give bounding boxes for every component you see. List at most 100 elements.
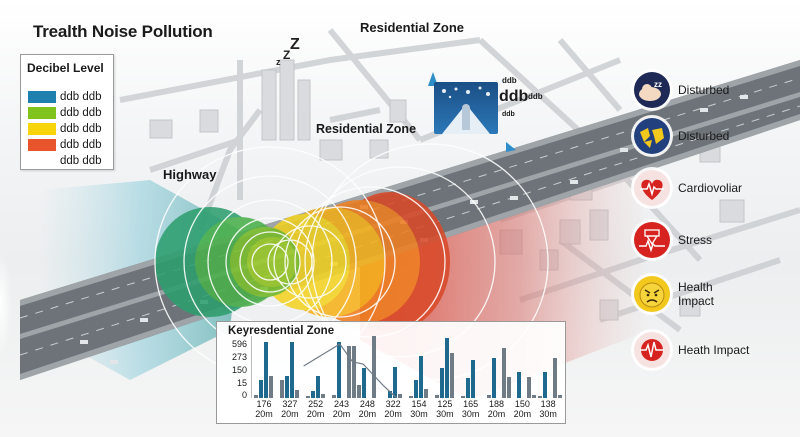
legend-swatch-green bbox=[28, 107, 56, 119]
chart-trend-line bbox=[303, 343, 398, 398]
legend-label: ddb ddb bbox=[60, 107, 102, 119]
chart-bar bbox=[424, 389, 428, 398]
chart-bar bbox=[269, 376, 273, 398]
chart-bar bbox=[315, 376, 320, 398]
chart-bar bbox=[527, 377, 532, 398]
effect-label: Cardiovoliar bbox=[678, 181, 743, 195]
legend-title: Decibel Level bbox=[27, 61, 104, 75]
chart-bar bbox=[553, 358, 558, 398]
chart-bar bbox=[444, 338, 449, 398]
sign-text-small-top: ddb bbox=[502, 76, 517, 85]
legend-label: ddb ddb bbox=[60, 123, 102, 135]
chart-bar bbox=[259, 380, 263, 398]
noise-warning-sign-icon bbox=[434, 82, 498, 134]
chart-bar bbox=[558, 395, 563, 398]
y-tick: 596 bbox=[231, 339, 247, 349]
chart-bar bbox=[491, 358, 496, 398]
chart-bar bbox=[460, 396, 465, 398]
chart-bar bbox=[362, 368, 367, 398]
legend-label: ddb ddb bbox=[60, 155, 102, 167]
legend-item: ddb ddb bbox=[28, 122, 102, 136]
chart-plot-area bbox=[251, 336, 563, 398]
chart-bar bbox=[346, 346, 351, 398]
effect-label: Disturbed bbox=[678, 129, 730, 143]
broken-sleep-icon bbox=[634, 118, 670, 154]
chart-bar bbox=[449, 353, 454, 398]
y-tick: 15 bbox=[236, 378, 247, 388]
chart-bar bbox=[310, 391, 315, 398]
chart-title: Keyresdential Zone bbox=[228, 325, 335, 337]
legend-item: ddb ddb bbox=[28, 154, 102, 168]
chart-bar bbox=[439, 368, 444, 398]
chart-bar bbox=[320, 394, 325, 398]
chart-bar bbox=[279, 380, 284, 398]
legend-swatch-blue bbox=[28, 91, 56, 103]
chart-bar bbox=[388, 391, 393, 398]
chart-bar bbox=[414, 380, 418, 398]
effect-item-disturbed: Disturbed bbox=[634, 118, 729, 154]
chart-bar bbox=[434, 395, 439, 398]
residential-zone-label-top: Residential Zone bbox=[360, 20, 465, 35]
chart-bar bbox=[336, 342, 341, 398]
angry-face-icon bbox=[634, 276, 670, 312]
chart-bar bbox=[357, 385, 362, 398]
highway-label: Highway bbox=[163, 167, 217, 182]
heart-rate-icon bbox=[634, 170, 670, 206]
chart-bar bbox=[532, 395, 537, 398]
sign-text-side: ddb bbox=[528, 92, 543, 101]
y-tick: 273 bbox=[231, 352, 247, 362]
chart-bar bbox=[284, 376, 289, 398]
sign-text-large: ddb bbox=[499, 88, 529, 105]
legend-item: ddb ddb bbox=[28, 106, 102, 120]
effect-item-stress: Stress bbox=[634, 222, 712, 258]
chart-bar bbox=[294, 390, 299, 398]
effect-item-disturbed-sleep: zz Disturbed bbox=[634, 72, 729, 108]
chart-bar bbox=[305, 396, 310, 398]
legend-item: ddb ddb bbox=[28, 90, 102, 104]
chart-bar bbox=[470, 360, 475, 398]
legend-swatch-red bbox=[28, 139, 56, 151]
y-tick: 150 bbox=[231, 365, 247, 375]
effect-item-heath-impact: Heath Impact bbox=[634, 332, 749, 368]
chart-bar bbox=[351, 346, 356, 398]
chart-bar bbox=[543, 372, 548, 398]
chart-bar bbox=[538, 396, 543, 398]
chart-bar bbox=[419, 356, 423, 398]
chart-bar bbox=[409, 396, 413, 398]
legend-swatch-empty bbox=[28, 155, 56, 167]
chart-bar bbox=[393, 367, 398, 398]
chart-bar bbox=[506, 377, 511, 398]
effect-label: Health Impact bbox=[678, 280, 715, 308]
chart-bar bbox=[331, 395, 336, 398]
heartbeat-monitor-icon bbox=[634, 332, 670, 368]
chart-bar bbox=[501, 348, 506, 398]
chart-bar bbox=[372, 336, 377, 398]
chart-bar bbox=[398, 394, 403, 398]
chart-bar bbox=[486, 395, 491, 398]
svg-text:zz: zz bbox=[654, 80, 662, 89]
effect-label: Heath Impact bbox=[678, 343, 750, 357]
legend-swatch-yellow bbox=[28, 123, 56, 135]
stress-pulse-icon bbox=[634, 222, 670, 258]
effect-label: Stress bbox=[678, 233, 713, 247]
residential-zone-label-mid: Residential Zone bbox=[316, 122, 417, 136]
legend-item: ddb ddb bbox=[28, 138, 102, 152]
sleeping-person-icon: zz bbox=[634, 72, 670, 108]
effect-item-cardiovascular: Cardiovoliar bbox=[634, 170, 742, 206]
chart-bar bbox=[289, 342, 294, 398]
infographic-title: Trealth Noise Pollution bbox=[33, 22, 213, 41]
